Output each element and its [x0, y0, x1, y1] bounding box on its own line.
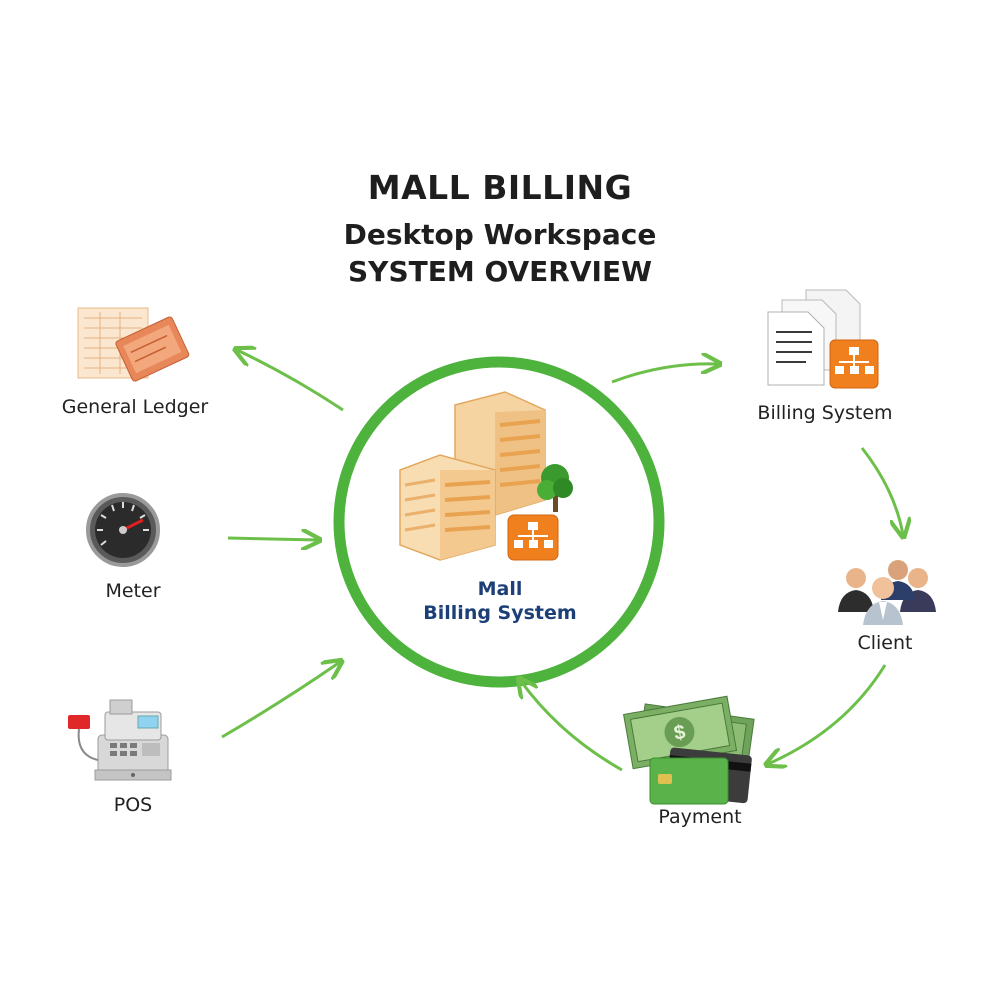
client-label: Client	[857, 632, 913, 654]
billing-system-label: Billing System	[757, 402, 893, 424]
arrow-from-pos	[221, 662, 340, 739]
svg-text:$: $	[672, 721, 687, 745]
diagram-subtitle: Desktop Workspace	[343, 218, 657, 251]
arrow-from-meter	[227, 538, 318, 540]
meter-label: Meter	[105, 580, 161, 602]
center-label-line2: Billing System	[423, 602, 577, 624]
documents-icon	[767, 289, 879, 389]
arrow-to-general-ledger	[237, 350, 344, 412]
arrow-to-client	[860, 447, 903, 535]
pos-label: POS	[113, 794, 153, 816]
center-circle	[333, 356, 665, 688]
general-ledger-label: General Ledger	[61, 396, 209, 418]
speedometer-icon	[86, 493, 160, 567]
people-icon	[838, 560, 936, 625]
arrow-to-payment	[768, 664, 887, 764]
payment-label: Payment	[658, 806, 742, 828]
center-label-line1: Mall	[477, 578, 523, 600]
arrow-to-billing-system	[611, 364, 718, 384]
money-card-icon: $	[623, 695, 755, 805]
ledger-icon	[77, 307, 190, 382]
building-icon	[399, 391, 573, 561]
cash-register-icon	[68, 699, 172, 781]
diagram-subtitle-2: SYSTEM OVERVIEW	[348, 255, 652, 288]
arrow-from-payment	[520, 680, 623, 772]
diagram-title: MALL BILLING	[367, 168, 633, 207]
